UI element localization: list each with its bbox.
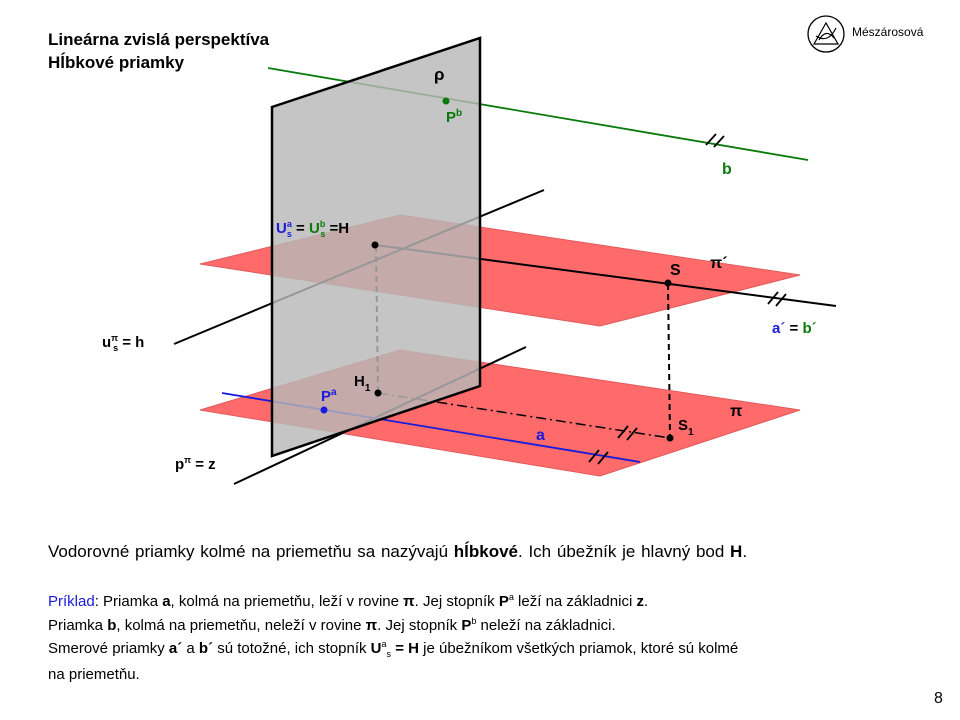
- point-s: [664, 279, 672, 287]
- page-number: 8: [934, 690, 943, 707]
- label-pi-prime: π´: [710, 255, 728, 272]
- description: Vodorovné priamky kolmé na priemetňu sa …: [48, 542, 748, 561]
- label-pi: π: [730, 403, 742, 420]
- example-text: Príklad: Priamka a, kolmá na priemetňu, …: [48, 588, 928, 684]
- label-pb: Pb: [446, 108, 462, 126]
- label-b: b: [722, 161, 732, 178]
- point-h: [371, 241, 379, 249]
- example-line-2: Priamka b, kolmá na priemetňu, neleží v …: [48, 615, 616, 634]
- example-line-1: Príklad: Priamka a, kolmá na priemetňu, …: [48, 592, 649, 610]
- example-line-3: Smerové priamky a´ a b´ sú totožné, ich …: [48, 639, 739, 659]
- example-line-4: na priemetňu.: [48, 665, 140, 683]
- slide-title: Lineárna zvislá perspektíva Hĺbkové pria…: [48, 28, 269, 74]
- author-logo-icon: [807, 15, 845, 53]
- point-pb: [442, 97, 450, 105]
- title-line-2: Hĺbkové priamky: [48, 53, 185, 72]
- point-pa: [320, 406, 328, 414]
- label-base-line: pπ = z: [175, 455, 216, 473]
- title-line-1: Lineárna zvislá perspektíva: [48, 30, 270, 49]
- author-name: Mészárosová: [852, 25, 924, 39]
- label-s1: S1: [678, 417, 694, 438]
- point-s1: [666, 434, 674, 442]
- label-a: a: [536, 427, 545, 444]
- label-a-prime-b-prime: a´ = b´: [772, 320, 817, 337]
- label-h1: H1: [354, 373, 371, 394]
- label-s: S: [670, 262, 681, 279]
- label-rho: ρ: [434, 65, 445, 84]
- parallel-marks: [588, 133, 787, 465]
- point-h1: [374, 389, 382, 397]
- vertical-s-s1: [667, 283, 671, 439]
- label-pa: Pa: [321, 387, 337, 405]
